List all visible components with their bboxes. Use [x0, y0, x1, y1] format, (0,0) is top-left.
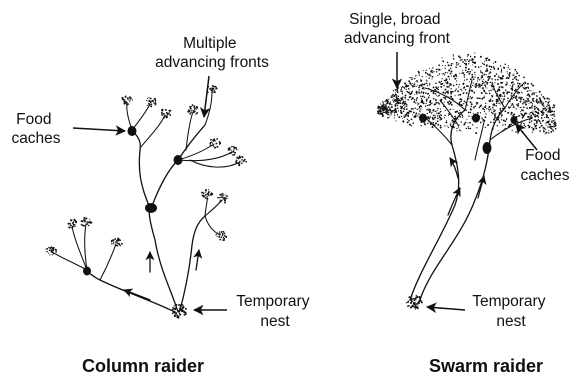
food-cache-dot: [145, 203, 157, 213]
food-cache-dot: [174, 155, 183, 165]
flow-arrow: [196, 250, 199, 270]
pointer-arrow: [204, 76, 209, 117]
broad-front-label: Single, broad advancing front: [344, 11, 451, 47]
flow-arrow: [448, 188, 460, 215]
food-cache-dot: [511, 116, 518, 124]
flow-arrow: [124, 290, 150, 300]
main-trail: [132, 130, 178, 312]
food-caches-label: Food caches: [11, 111, 60, 147]
main-trail-right: [420, 108, 505, 300]
food-cache-dot: [419, 114, 427, 123]
temporary-nest-label: Temporary nest: [236, 293, 314, 330]
swarm-raider-caption: Swarm raider: [429, 356, 543, 376]
main-trail-left: [410, 110, 465, 300]
column-raider-caption: Column raider: [82, 356, 204, 376]
column-raider-panel: Food caches Multiple advancing fronts Te…: [11, 35, 313, 376]
stippled-front: [377, 53, 557, 135]
upper-right-trail: [152, 125, 205, 206]
flow-arrow: [478, 176, 484, 198]
food-cache-dot: [83, 267, 91, 276]
food-cache-dot: [128, 126, 137, 136]
multiple-fronts-label: Multiple advancing fronts: [155, 35, 269, 71]
food-cache-dot: [472, 114, 480, 123]
pointer-arrow: [427, 307, 465, 310]
left-lower-trail: [87, 270, 175, 312]
temporary-nest-label: Temporary nest: [472, 293, 550, 330]
pointer-arrow: [73, 128, 125, 131]
swarm-nest: [406, 295, 423, 309]
food-caches-label: Food caches: [520, 147, 569, 184]
swarm-raider-panel: Single, broad advancing front Food cache…: [344, 11, 570, 376]
column-food-caches: [83, 126, 183, 276]
food-cache-dot: [483, 142, 492, 154]
column-fronts: [52, 92, 240, 280]
right-lower-trail: [180, 216, 205, 310]
